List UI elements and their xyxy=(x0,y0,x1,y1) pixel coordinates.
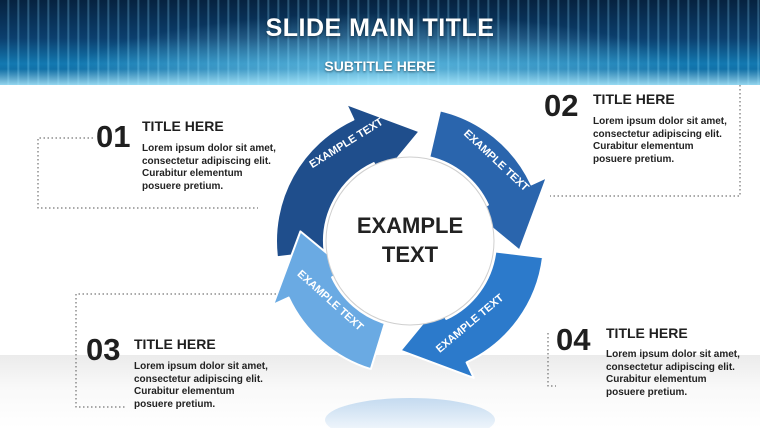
slide-subtitle: SUBTITLE HERE xyxy=(324,58,436,74)
item-03-line: Curabitur elementum xyxy=(134,386,235,397)
item-01-line: Lorem ipsum dolor sit amet, xyxy=(142,143,276,154)
diagram-reflection xyxy=(325,398,495,428)
connector-03 xyxy=(75,293,280,408)
item-04-line: posuere pretium. xyxy=(606,386,688,398)
item-04-line: Curabitur elementum xyxy=(606,374,707,385)
item-02-number: 02 xyxy=(544,88,579,123)
item-01-text: Lorem ipsum dolor sit amet, consectetur … xyxy=(142,143,292,193)
item-04-number: 04 xyxy=(556,322,591,357)
center-text-line2: TEXT xyxy=(382,242,439,267)
item-03-line: posuere pretium. xyxy=(134,398,216,410)
item-02-line: Curabitur elementum xyxy=(593,141,694,152)
item-02-title: TITLE HERE xyxy=(593,91,675,107)
item-03-text: Lorem ipsum dolor sit amet, consectetur … xyxy=(134,361,284,411)
cycle-arrow-4 xyxy=(272,230,386,371)
item-03-title: TITLE HERE xyxy=(134,336,216,352)
item-04-line: Lorem ipsum dolor sit amet, xyxy=(606,349,740,360)
item-03-line: Lorem ipsum dolor sit amet, xyxy=(134,361,268,372)
item-02-line: consectetur adipiscing elit. xyxy=(593,128,722,140)
item-04-title: TITLE HERE xyxy=(606,325,688,341)
item-04-text: Lorem ipsum dolor sit amet, consectetur … xyxy=(606,349,756,399)
item-02-line: posuere pretium. xyxy=(593,153,675,165)
slide-title: SLIDE MAIN TITLE xyxy=(265,14,495,42)
item-03-line: consectetur adipiscing elit. xyxy=(134,373,263,385)
item-02-text: Lorem ipsum dolor sit amet, consectetur … xyxy=(593,116,743,166)
item-01-line: Curabitur elementum xyxy=(142,168,243,179)
item-03-number: 03 xyxy=(86,332,121,367)
header-glow xyxy=(0,69,760,85)
cycle-arrow-2 xyxy=(428,109,548,252)
item-04-line: consectetur adipiscing elit. xyxy=(606,361,735,373)
center-circle xyxy=(325,156,495,326)
center-text-line1: EXAMPLE xyxy=(357,213,463,238)
cycle-arrow-3 xyxy=(399,250,544,379)
connector-04 xyxy=(547,333,556,387)
item-01-line: posuere pretium. xyxy=(142,180,224,192)
connector-02 xyxy=(550,85,741,197)
item-02-line: Lorem ipsum dolor sit amet, xyxy=(593,116,727,127)
item-01-line: consectetur adipiscing elit. xyxy=(142,155,271,167)
header-banner: SLIDE MAIN TITLE SUBTITLE HERE xyxy=(0,0,760,85)
item-01-title: TITLE HERE xyxy=(142,118,224,134)
item-01-number: 01 xyxy=(96,119,131,154)
cycle-arrow-1 xyxy=(275,103,421,259)
